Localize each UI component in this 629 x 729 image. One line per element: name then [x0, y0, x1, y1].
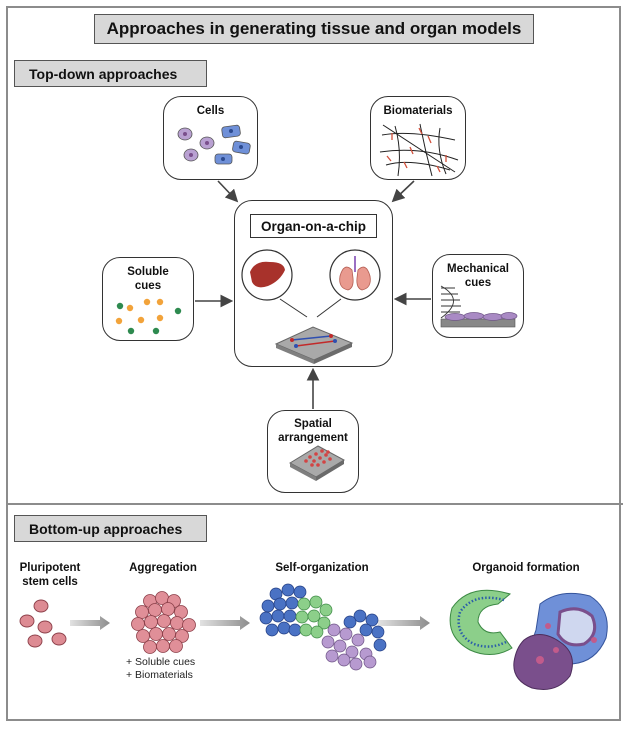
- figure-title: Approaches in generating tissue and orga…: [94, 14, 534, 44]
- biomaterials-label: Biomaterials: [383, 105, 453, 117]
- soluble-cues-label: Soluble cues: [127, 266, 169, 292]
- note-biomaterials: + Biomaterials: [126, 669, 193, 681]
- soluble-cues-dots: [115, 298, 182, 335]
- mechanical-cues-label: Mechanical cues: [447, 263, 509, 289]
- organ-on-chip-illustration: [241, 249, 381, 364]
- spatial-arrangement-label: Spatial arrangement: [278, 418, 348, 444]
- spatial-chip-illustration: [288, 445, 346, 481]
- top-down-label: Top-down approaches: [14, 60, 207, 87]
- pluripotent-stem-cells-label: Pluripotent stem cells: [19, 562, 81, 588]
- note-soluble-cues: + Soluble cues: [126, 656, 196, 668]
- aggregation-label: Aggregation: [129, 562, 197, 574]
- cells-illustration: [177, 124, 251, 165]
- progression-arrows: [70, 616, 430, 630]
- cells-label: Cells: [196, 105, 225, 117]
- arrow-biomaterials: [391, 180, 415, 203]
- mechanical-cues-illustration: [440, 285, 518, 328]
- liver-icon: [250, 261, 285, 288]
- aggregation-cluster: [131, 591, 196, 654]
- section-divider: [6, 503, 623, 505]
- organ-on-a-chip-title: Organ-on-a-chip: [250, 214, 377, 238]
- self-organization-label: Self-organization: [275, 562, 369, 574]
- biomaterials-node: Biomaterials: [370, 96, 466, 180]
- pluripotent-cells-illustration: [19, 599, 67, 648]
- biomaterials-mesh: [379, 123, 459, 177]
- organoid-formation-label: Organoid formation: [472, 562, 580, 574]
- arrow-cells: [217, 180, 239, 203]
- lungs-icon: [339, 266, 371, 291]
- figure-frame: [6, 6, 621, 721]
- bottom-up-label: Bottom-up approaches: [14, 515, 207, 542]
- self-organization-clusters: [259, 583, 387, 671]
- organoid-illustration: [449, 589, 608, 690]
